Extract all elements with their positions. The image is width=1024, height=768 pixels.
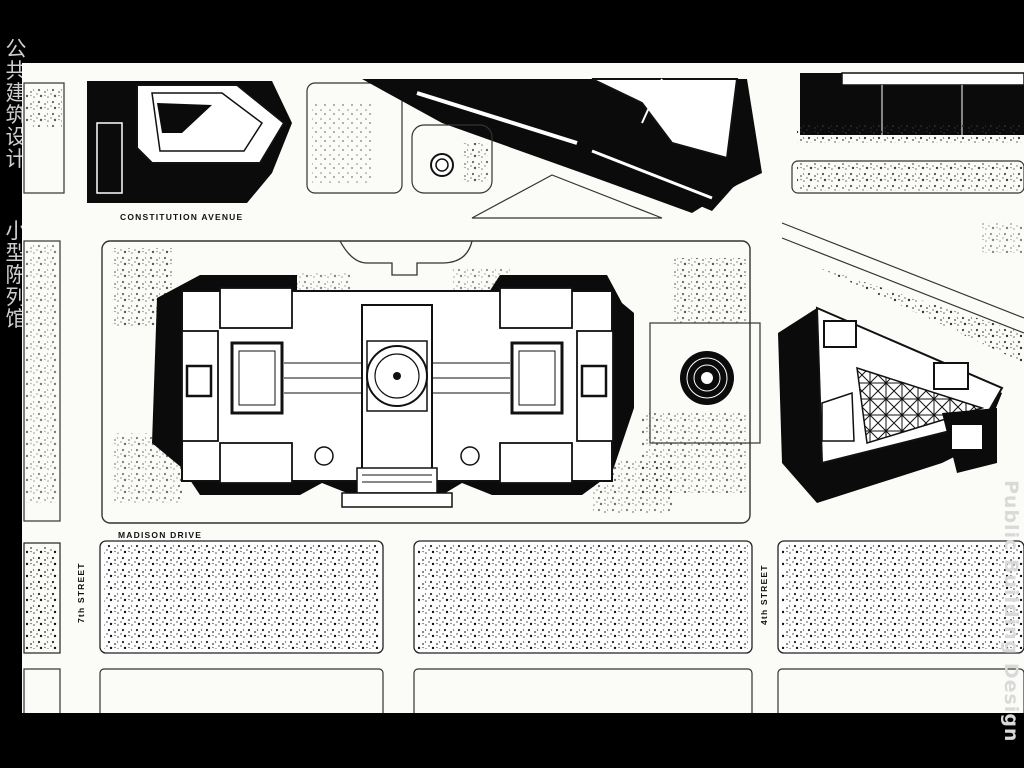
- title-char: 陈: [5, 263, 27, 287]
- northeast-building: [800, 72, 1024, 135]
- title-char: 筑: [5, 103, 27, 127]
- site-plan-drawing: CONSTITUTION AVENUE MADISON DRIVE 7th ST…: [22, 63, 1024, 713]
- northwest-building: [87, 81, 292, 203]
- title-char: 馆: [5, 307, 27, 331]
- title-cn-line1: 公 共 建 筑 设 计: [4, 38, 28, 170]
- seventh-street-label: 7th STREET: [76, 562, 86, 623]
- federal-triangle-block: [362, 78, 762, 213]
- title-char: 建: [5, 81, 27, 105]
- title-cn-line2: 小 型 陈 列 馆: [4, 220, 28, 330]
- fourth-street-label: 4th STREET: [759, 564, 769, 625]
- title-char: 共: [5, 59, 27, 83]
- title-char: 计: [5, 147, 27, 171]
- title-en: Public Building Design: [1000, 480, 1024, 760]
- east-wing-building: [778, 306, 1004, 503]
- east-fountain: [680, 351, 734, 405]
- title-char: 小: [5, 219, 27, 243]
- title-char: 列: [5, 285, 27, 309]
- madison-drive-label: MADISON DRIVE: [118, 530, 202, 540]
- title-char: 设: [5, 125, 27, 149]
- site-plan-svg: CONSTITUTION AVENUE MADISON DRIVE 7th ST…: [23, 72, 1024, 713]
- museum-building-plan: [152, 275, 634, 508]
- constitution-avenue-label: CONSTITUTION AVENUE: [120, 212, 243, 222]
- title-char: 型: [5, 241, 27, 265]
- title-en-text: Public Building Design: [1000, 480, 1022, 743]
- title-char: 公: [5, 37, 27, 61]
